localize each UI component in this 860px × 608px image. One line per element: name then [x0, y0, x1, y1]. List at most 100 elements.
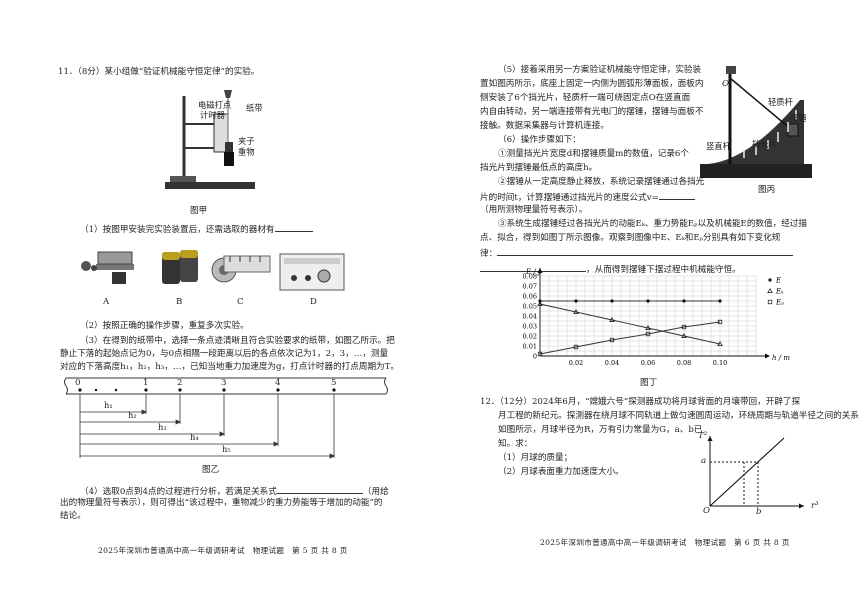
data-point-Ep [573, 344, 579, 350]
option-d-image [279, 253, 345, 291]
tape-point-3: 3 [221, 378, 227, 388]
option-c-label[interactable]: C [237, 297, 244, 307]
figure-c-rod: 轻质杆 [768, 97, 793, 107]
label-timer-2: 计时器 [200, 110, 225, 120]
legend-label-1: Eₖ [775, 288, 784, 296]
q11-part6: （6）操作步骤如下： [498, 135, 581, 145]
legend-marker-Ep [767, 299, 773, 305]
step2-line3: （用所测物理量符号表示）。 [480, 205, 588, 215]
tape-h5: h₅ [222, 444, 231, 454]
figure-c-O: O [722, 79, 730, 89]
q11-part3-line2: 静止下落的起始点记为0，与0点相隔一段距离以后的各点依次记为1，2，3，…，测量 [60, 349, 389, 359]
step1-line2: 挡光片到摆锤最低点的高度h。 [480, 163, 598, 173]
q11-part3-line1: （3）在得到的纸带中，选择一条点迹清晰且符合实验要求的纸带，如图乙所示。把 [80, 336, 395, 346]
t2-a-label: a [701, 456, 707, 466]
r3-axis-label: r³ [811, 501, 819, 511]
figure-t2-r3-graph [707, 436, 804, 509]
label-tape: 纸带 [246, 103, 263, 113]
y-tick-label: 0.07 [523, 283, 537, 291]
tape-h4: h₄ [190, 432, 199, 442]
legend-label-2: Eₚ [775, 299, 784, 307]
y-tick-label: 0.01 [523, 343, 537, 351]
tape-h3: h₃ [158, 422, 167, 432]
option-b-image [162, 250, 198, 284]
q12-part2: （2）月球表面重力加速度大小。 [498, 467, 624, 477]
caption-figure-b: 图乙 [202, 465, 220, 475]
label-clip: 夹子 [238, 136, 255, 146]
data-point-E [646, 299, 650, 303]
tape-point-4: 4 [275, 378, 281, 388]
t2-origin-label: O [703, 506, 711, 516]
answer-blank-4[interactable] [276, 484, 363, 494]
q11-part5-line1: （5）接着采用另一方案验证机械能守恒定律，实验装 [498, 65, 702, 75]
data-point-Ep [609, 337, 615, 343]
figure-c-apparatus [700, 66, 812, 178]
y-tick-label: 0 [533, 353, 537, 361]
left-footer: 2025年深圳市普通高中高一年级调研考试 物理试题 第 5 页 共 8 页 [98, 546, 348, 555]
y-tick-label: 0.02 [523, 333, 537, 341]
tape-height-arrows [80, 409, 335, 459]
q11-part4-line2: 出的物理量符号表示），则可得出“该过程中，重物减少的重力势能等于增加的动能”的 [60, 498, 383, 508]
step3-line4: ，从而得到摆锤下摆过程中机械能守恒。 [480, 262, 741, 277]
q12-line3: 如图所示，月球半径为R，万有引力常量为G，a、b已 [498, 425, 703, 435]
step2-line1: ②摆锤从一定高度静止释放，系统记录摆锤通过各挡光 [498, 177, 705, 187]
y-axis-label: E / J [525, 268, 542, 276]
y-tick-label: 0.06 [523, 293, 537, 301]
caption-figure-c: 图丙 [758, 185, 776, 195]
step1-line1: ①测量挡光片宽度d和摆锤质量m的数值，记录6个 [498, 149, 689, 159]
tape-point-2: 2 [177, 378, 183, 388]
x-tick-label: 0.06 [641, 359, 655, 367]
figure-c-pendulum: 摆锤 [790, 113, 807, 123]
x-tick-label: 0.08 [677, 359, 691, 367]
option-d-label[interactable]: D [310, 297, 317, 307]
data-point-Ep [717, 319, 723, 325]
data-point-Ek [573, 309, 579, 314]
legend-label-0: E [775, 277, 781, 285]
data-point-Ep [537, 351, 543, 357]
label-timer: 电磁打点 [198, 100, 232, 110]
q11-part4-line3: 结论。 [60, 511, 86, 521]
y-tick-label: 0.08 [523, 273, 537, 281]
q11-part5-line3: 侧安装了6个挡光片，轻质杆一端可绕固定点O在竖直面 [480, 93, 691, 103]
option-c-image [211, 255, 271, 283]
series-line-2 [539, 321, 721, 355]
x-axis-arrow [765, 353, 770, 359]
caption-figure-d: 图丁 [640, 378, 658, 388]
answer-blank-pattern-2[interactable] [480, 262, 586, 272]
q11-part5-line2: 置如图丙所示，底座上固定一内侧为圆弧形薄面板，面板内 [480, 79, 704, 89]
q11-part5-line4: 内自由转动，另一端连接带有光电门的摆锤，摆锤与面板不 [480, 107, 704, 117]
q11-part4-line1: （4）选取0点到4点的过程进行分析，若满足关系式（用给 [80, 484, 389, 499]
option-a-label[interactable]: A [103, 297, 110, 307]
x-axis-label: h / m [772, 354, 790, 362]
step2-line2: 片的时间t，计算摆锤通过挡光片的速度公式v= [480, 190, 695, 205]
figure-a-apparatus [165, 90, 255, 189]
tape-dots [78, 388, 336, 392]
tape-extent-lines [79, 394, 335, 458]
answer-blank-1[interactable] [274, 222, 313, 232]
q11-part3-line3: 对应的下落高度h₁，h₂，h₃，…，已知当地重力加速度为g，打点计时器的打点周期… [60, 362, 399, 372]
step3-line2: 点、拟合，得到如图丁所示图像。观察到图像中E、Eₖ和Eₚ分别具有如下变化规 [480, 233, 781, 243]
caption-figure-a: 图甲 [190, 206, 208, 216]
legend-marker-E [768, 278, 772, 282]
series-line-1 [539, 303, 721, 345]
t2-b-label: b [756, 507, 762, 517]
option-b-label[interactable]: B [176, 297, 183, 307]
tape-h1: h₁ [104, 400, 113, 410]
data-point-Ep [645, 331, 651, 337]
answer-blank-pattern-1[interactable] [497, 246, 794, 256]
answer-blank-velocity[interactable] [658, 190, 695, 200]
tape-point-5: 5 [331, 378, 337, 388]
step3-line1: ③系统生成摆锤经过各挡光片的动能Eₖ、重力势能Eₚ以及机械能E的数值，经过描 [498, 219, 807, 229]
y-tick-label: 0.04 [523, 313, 537, 321]
y-tick-label: 0.05 [523, 303, 537, 311]
t2-axis-label: T² [698, 431, 708, 441]
q11-part2: （2）按照正确的操作步骤，重复多次实验。 [80, 321, 249, 331]
q12-line2: 月工程的新纪元。探测器在绕月球不同轨道上做匀速圆周运动，环绕周期与轨道半径之间的… [498, 411, 859, 421]
q11-part1: （1）按图甲安装完实验装置后，还需选取的器材有 [80, 222, 313, 237]
data-point-E [682, 299, 686, 303]
data-point-Ek [609, 317, 615, 322]
option-a-image [81, 251, 134, 284]
tape-point-0: 0 [75, 378, 81, 388]
y-tick-label: 0.03 [523, 323, 537, 331]
